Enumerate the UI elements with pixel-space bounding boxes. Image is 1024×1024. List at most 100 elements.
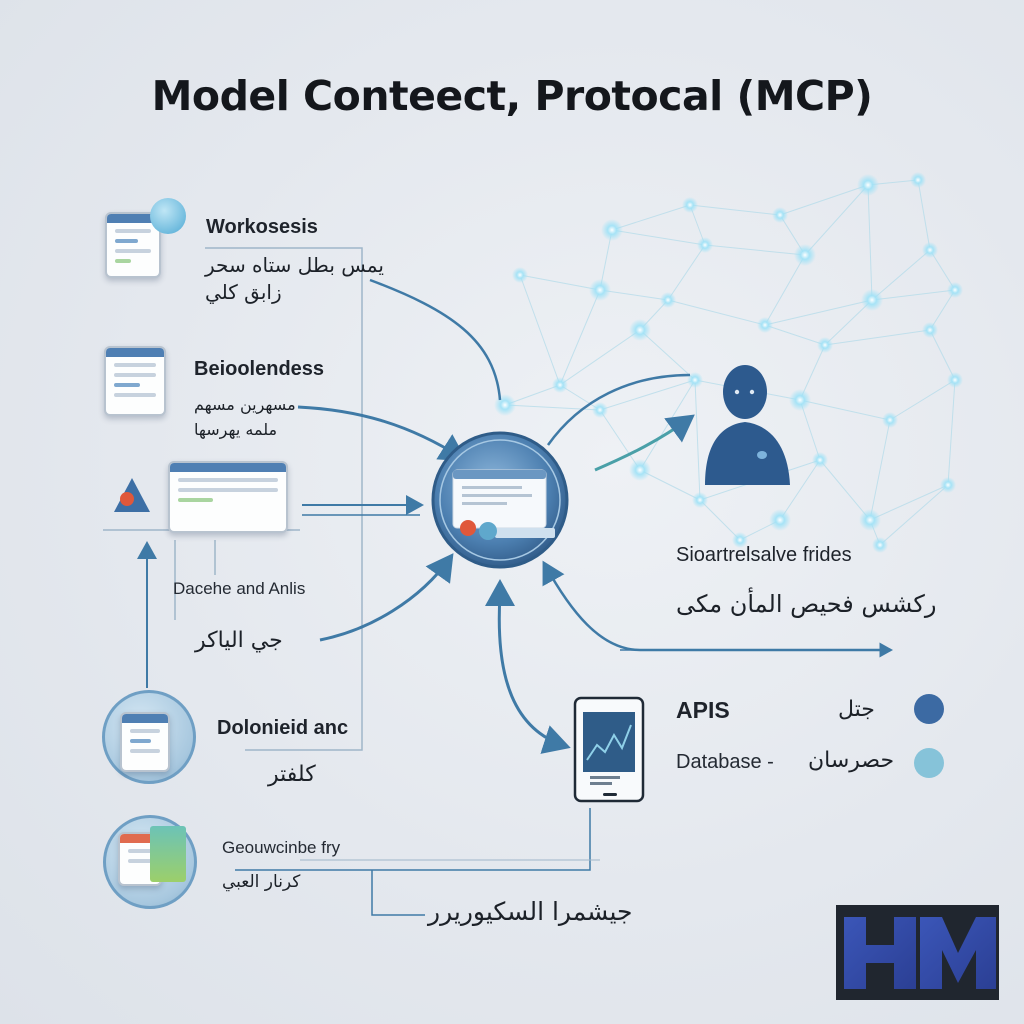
network-link <box>947 379 956 486</box>
network-node <box>922 242 938 258</box>
arrow-hub-to-network <box>546 373 691 446</box>
arrow-arabic <box>319 553 454 642</box>
workspaces-icon <box>105 212 161 278</box>
hub-badge-icon <box>460 520 476 536</box>
item-heading: Workosesis <box>206 216 318 238</box>
document-icon <box>104 346 166 416</box>
item-arabic: كلفتر <box>268 762 316 787</box>
chat-bubble-icon <box>150 198 186 234</box>
network-link <box>599 409 641 471</box>
network-link <box>689 204 781 216</box>
network-node <box>692 492 708 508</box>
network-link <box>804 184 869 256</box>
network-link <box>871 249 931 301</box>
network-node <box>592 402 608 418</box>
network-link <box>764 324 826 346</box>
network-node <box>817 337 833 353</box>
network-link <box>871 289 956 301</box>
network-link <box>889 379 956 421</box>
network-link <box>639 379 696 471</box>
network-link <box>929 329 956 381</box>
person-avatar-icon <box>705 365 790 485</box>
network-node <box>947 282 963 298</box>
item-heading: Dolonieid anc <box>217 717 349 739</box>
item-arabic: مسهرين مسهم <box>194 395 296 414</box>
network-link <box>559 289 601 386</box>
network-link <box>611 204 691 231</box>
network-node <box>769 509 791 531</box>
network-node <box>794 244 816 266</box>
network-node <box>772 207 788 223</box>
network-node <box>697 237 713 253</box>
network-node <box>859 509 881 531</box>
network-node <box>589 279 611 301</box>
network-link <box>824 329 931 346</box>
network-node <box>687 372 703 388</box>
item-heading: Dacehe and Anlis <box>173 579 306 598</box>
legend-database-label: Database - <box>676 751 774 773</box>
network-link <box>917 179 931 251</box>
item-arabic: ملمه يهرسها <box>194 420 278 439</box>
network-node <box>629 319 651 341</box>
item-heading: Beioolendess <box>194 358 325 380</box>
arrow-to-person <box>594 414 695 472</box>
legend-apis-swatch <box>914 694 944 724</box>
person-caption-arabic: ركشس فحيص المأن مكى <box>676 590 937 618</box>
network-node <box>494 394 516 416</box>
tablet-chart-icon <box>573 696 645 803</box>
network-node <box>660 292 676 308</box>
network-link <box>599 289 669 301</box>
arrow-workspaces <box>369 278 502 401</box>
network-link <box>869 484 949 521</box>
bottom-bracket <box>371 870 425 916</box>
folder-page <box>120 712 170 772</box>
network-link <box>519 274 601 291</box>
bottom-arabic-label: جيشمرا السكيوريرر <box>428 897 633 926</box>
item-arabic: جي الياكر <box>195 628 283 653</box>
network-node <box>682 197 698 213</box>
network-link <box>639 329 696 381</box>
network-node <box>757 317 773 333</box>
network-link <box>779 184 869 216</box>
legend-database-arabic: حصرسان <box>808 748 895 773</box>
network-link <box>799 399 891 421</box>
network-link <box>704 244 806 256</box>
network-node <box>861 289 883 311</box>
legend-apis-label: APIS <box>676 697 730 723</box>
network-link <box>764 254 806 326</box>
network-link <box>559 329 641 386</box>
bottom-connector <box>235 808 591 871</box>
network-node <box>940 477 956 493</box>
network-node <box>789 389 811 411</box>
network-link <box>764 299 873 326</box>
item-arabic: يمس بطل ستاه سحر <box>205 253 384 277</box>
network-node <box>512 267 528 283</box>
network-node <box>872 537 888 553</box>
network-node <box>910 172 926 188</box>
hm-logo <box>836 905 999 1000</box>
item-arabic: زابق كلي <box>205 280 282 304</box>
network-node <box>552 377 568 393</box>
network-link <box>819 459 871 521</box>
network-link <box>667 299 766 326</box>
network-link <box>519 274 561 386</box>
network-node <box>812 452 828 468</box>
network-link <box>867 184 873 301</box>
browser-window-icon <box>168 461 288 533</box>
arrow-beioolendess <box>297 405 468 462</box>
network-node <box>857 174 879 196</box>
person-caption: Sioartrelsalve frides <box>676 544 852 566</box>
network-node <box>601 219 623 241</box>
item-heading: Geouwcinbe fry <box>222 838 341 857</box>
network-link <box>869 419 891 521</box>
neural-network-graphic <box>494 172 963 553</box>
book-stack <box>150 826 186 882</box>
network-link <box>879 484 949 546</box>
network-link <box>611 229 706 246</box>
legend-apis-arabic: جتل <box>838 697 875 722</box>
network-link <box>599 379 696 411</box>
app-logo-accent <box>120 492 134 506</box>
network-link <box>667 244 706 301</box>
item-arabic: كرنار العبي <box>222 872 301 892</box>
